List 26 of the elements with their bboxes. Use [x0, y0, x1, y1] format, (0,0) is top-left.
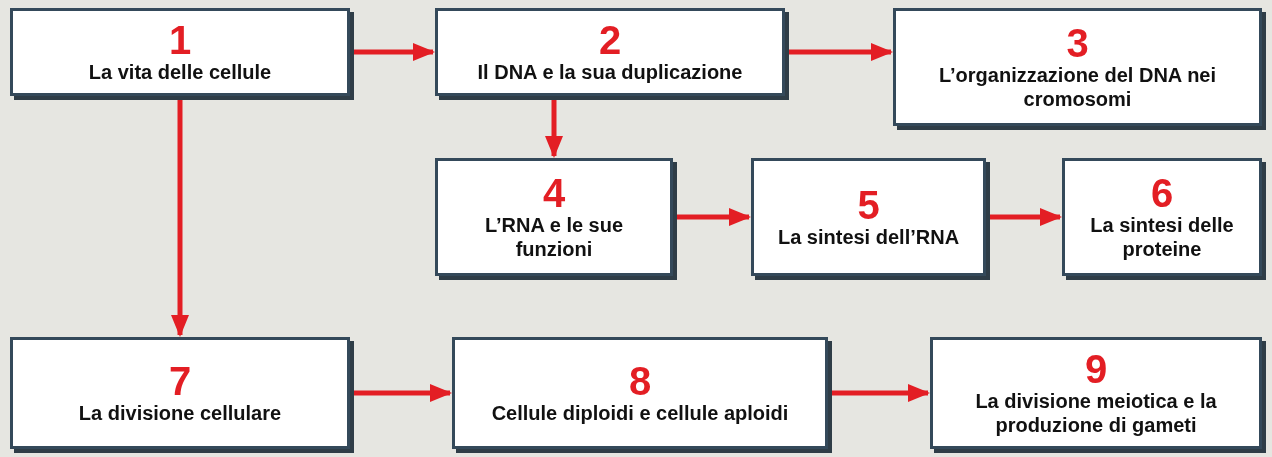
step-number: 7: [168, 361, 192, 401]
arrow: [677, 208, 751, 226]
arrow: [789, 43, 893, 61]
arrow: [354, 43, 435, 61]
topic-title: L’organizzazione del DNA nei cromosomi: [937, 63, 1218, 111]
topic-title: Cellule diploidi e cellule aploidi: [491, 401, 789, 425]
step-number: 2: [598, 20, 622, 60]
topic-title: L’RNA e le sue funzioni: [483, 213, 625, 261]
topic-title: La vita delle cellule: [88, 60, 272, 84]
topic-title: La divisione cellulare: [78, 401, 282, 425]
arrow: [990, 208, 1062, 226]
step-number: 5: [857, 185, 880, 225]
arrow: [171, 100, 189, 337]
step-number: 6: [1150, 173, 1174, 213]
step-number: 3: [1066, 23, 1089, 63]
topic-title: Il DNA e la sua duplicazione: [477, 60, 743, 84]
step-number: 4: [542, 173, 566, 213]
topic-title: La divisione meiotica e la produzione di gameti: [974, 389, 1218, 437]
topic-title: La sintesi dell’RNA: [777, 225, 960, 249]
step-number: 8: [628, 361, 652, 401]
arrow: [354, 384, 452, 402]
step-number: 9: [1084, 349, 1108, 389]
step-number: 1: [168, 20, 192, 60]
topic-title: La sintesi delle proteine: [1089, 213, 1235, 261]
arrow: [545, 100, 563, 158]
arrow: [832, 384, 930, 402]
